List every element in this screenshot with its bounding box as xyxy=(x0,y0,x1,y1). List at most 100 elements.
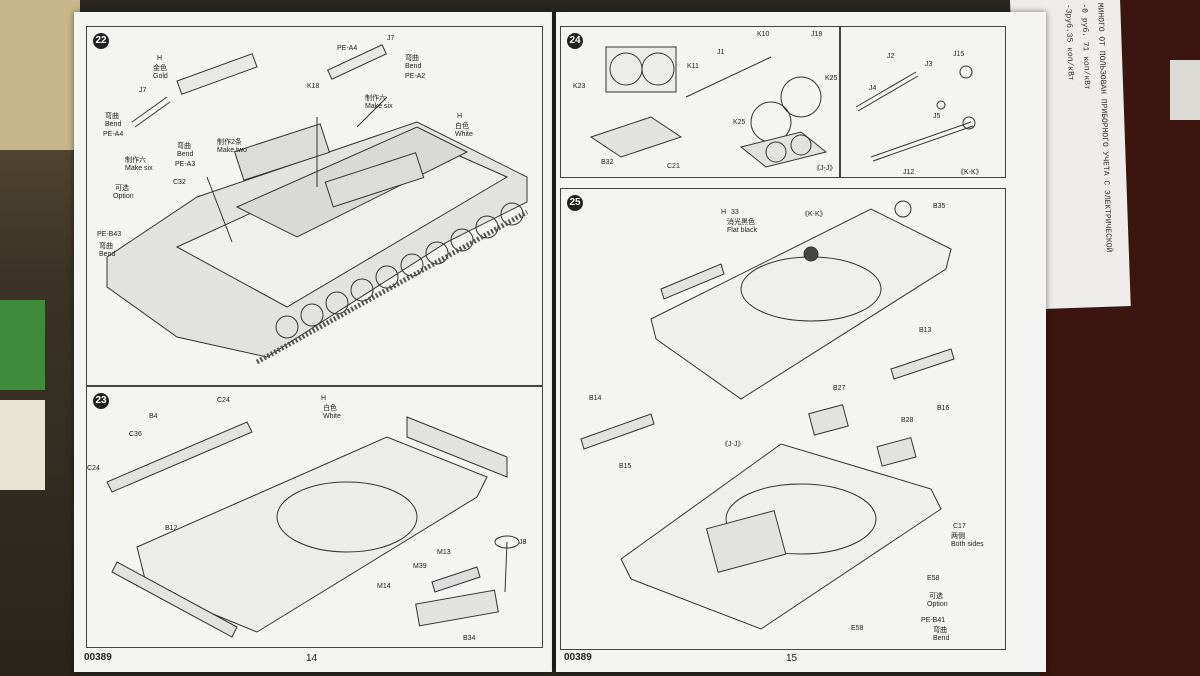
part-label: J18 xyxy=(811,31,823,38)
part-label: 弯曲 xyxy=(405,55,419,62)
part-label: White xyxy=(323,413,341,420)
part-label: J4 xyxy=(869,85,877,92)
part-label: Option xyxy=(927,601,948,608)
part-label: H xyxy=(157,55,163,62)
part-label: Gold xyxy=(153,73,168,80)
part-label: PE-A4 xyxy=(337,45,358,52)
background-sticker-green xyxy=(0,300,45,390)
part-label: Make six xyxy=(125,165,153,172)
step-25-drawing xyxy=(580,200,955,630)
part-label: K18 xyxy=(307,83,320,90)
background-sticker-white xyxy=(0,400,45,490)
part-label: K23 xyxy=(573,83,586,90)
part-label: 《J-J》 xyxy=(813,165,837,172)
part-label: J15 xyxy=(953,51,965,58)
instruction-page-right: 24 K10 J18 J1 K11 K23 K25 K25 B32 C21 《J… xyxy=(556,12,1046,672)
part-label: B12 xyxy=(165,525,178,532)
part-label: Bend xyxy=(99,251,116,258)
part-label: J8 xyxy=(519,539,527,546)
step-23-panel: 23 B4 C24 C36 C24 B12 H 白色 White M39 M13… xyxy=(86,386,543,648)
part-label: B35 xyxy=(933,203,946,210)
receipt-line: -3руб.35 коп/кВт xyxy=(1063,3,1075,81)
part-label: E58 xyxy=(927,575,940,582)
part-label: B14 xyxy=(589,395,602,402)
step-24b-drawing xyxy=(855,65,976,162)
page-number: 15 xyxy=(786,653,798,664)
part-label: J3 xyxy=(925,61,933,68)
kit-code: 00389 xyxy=(564,652,592,663)
part-label: J5 xyxy=(933,113,941,120)
part-label: B4 xyxy=(149,413,158,420)
part-label: 《J-J》 xyxy=(721,441,745,448)
part-label: 白色 xyxy=(323,405,337,412)
part-label: PE-A4 xyxy=(103,131,124,138)
part-label: C21 xyxy=(667,163,680,170)
part-label: J2 xyxy=(887,53,895,60)
background-item xyxy=(1170,60,1200,120)
part-label: 可选 xyxy=(929,593,943,600)
step-23-drawing xyxy=(106,416,520,638)
part-label: 33 xyxy=(731,209,739,216)
step-number-badge: 22 xyxy=(93,33,109,49)
part-label: PE-B43 xyxy=(97,231,122,238)
part-label: H xyxy=(721,209,727,216)
part-label: B34 xyxy=(463,635,476,642)
part-label: 弯曲 xyxy=(105,113,119,120)
step-22-panel: 22 xyxy=(86,26,543,386)
receipt-line: МИНОГО ОТ ПОЛЬЗОВАН ПРИБОРНОГО УЧЕТА С Э… xyxy=(1095,2,1113,253)
part-label: 《K-K》 xyxy=(957,169,983,176)
part-label: 弯曲 xyxy=(933,627,947,634)
part-label: 制作2条 xyxy=(217,139,242,146)
instruction-page-left: 22 xyxy=(74,12,552,672)
background-box-top xyxy=(0,0,80,150)
part-label: B13 xyxy=(919,327,932,334)
part-label: B16 xyxy=(937,405,950,412)
part-label: J7 xyxy=(139,87,147,94)
part-label: J12 xyxy=(903,169,915,176)
part-label: J7 xyxy=(387,35,395,42)
part-label: K11 xyxy=(687,63,699,70)
part-label: Make six xyxy=(365,103,393,110)
kit-code: 00389 xyxy=(84,652,112,663)
part-label: 《K-K》 xyxy=(801,211,827,218)
part-label: Bend xyxy=(405,63,422,70)
part-label: Make two xyxy=(217,147,247,154)
part-label: 消光黑色 xyxy=(727,219,755,226)
step-number-badge: 24 xyxy=(567,33,583,49)
step-24b-panel: J2 J3 J15 J4 J5 J12 《K-K》 xyxy=(840,26,1006,178)
part-label: E58 xyxy=(851,625,864,632)
part-label: B28 xyxy=(901,417,914,424)
part-label: B27 xyxy=(833,385,846,392)
part-label: 两侧 xyxy=(951,533,965,540)
part-label: M13 xyxy=(437,549,451,556)
part-label: C32 xyxy=(173,179,186,186)
part-label: K25 xyxy=(825,75,838,82)
step-25-panel: 25 H 33 《K-K》 消光黑色 Flat black B35 B13 xyxy=(560,188,1006,650)
receipt-line: -0 руб. 71 коп/кВт xyxy=(1079,3,1092,90)
part-label: B32 xyxy=(601,159,614,166)
part-label: Bend xyxy=(177,151,194,158)
part-label: White xyxy=(455,131,473,138)
part-label: PE-B41 xyxy=(921,617,946,624)
part-label: H xyxy=(457,113,463,120)
part-label: C36 xyxy=(129,431,142,438)
part-label: C24 xyxy=(217,397,230,404)
part-label: M39 xyxy=(413,563,427,570)
part-label: H xyxy=(321,395,327,402)
step-number-badge: 23 xyxy=(93,393,109,409)
part-label: 白色 xyxy=(455,123,469,130)
part-label: K25 xyxy=(733,119,746,126)
part-label: C17 xyxy=(953,523,966,530)
part-label: J1 xyxy=(717,49,725,56)
part-label: Flat black xyxy=(727,227,757,234)
step-number-badge: 25 xyxy=(567,195,583,211)
part-label: B15 xyxy=(619,463,632,470)
part-label: 制作六 xyxy=(365,95,386,102)
part-label: 弯曲 xyxy=(99,243,113,250)
part-label: 金色 xyxy=(153,65,167,72)
part-label: Bend xyxy=(105,121,122,128)
step-24-drawing xyxy=(589,46,828,168)
step-24a-panel: 24 K10 J18 J1 K11 K23 K25 K25 B32 C21 《J… xyxy=(560,26,840,178)
part-label: PE-A2 xyxy=(405,73,426,80)
part-label: C24 xyxy=(87,465,100,472)
